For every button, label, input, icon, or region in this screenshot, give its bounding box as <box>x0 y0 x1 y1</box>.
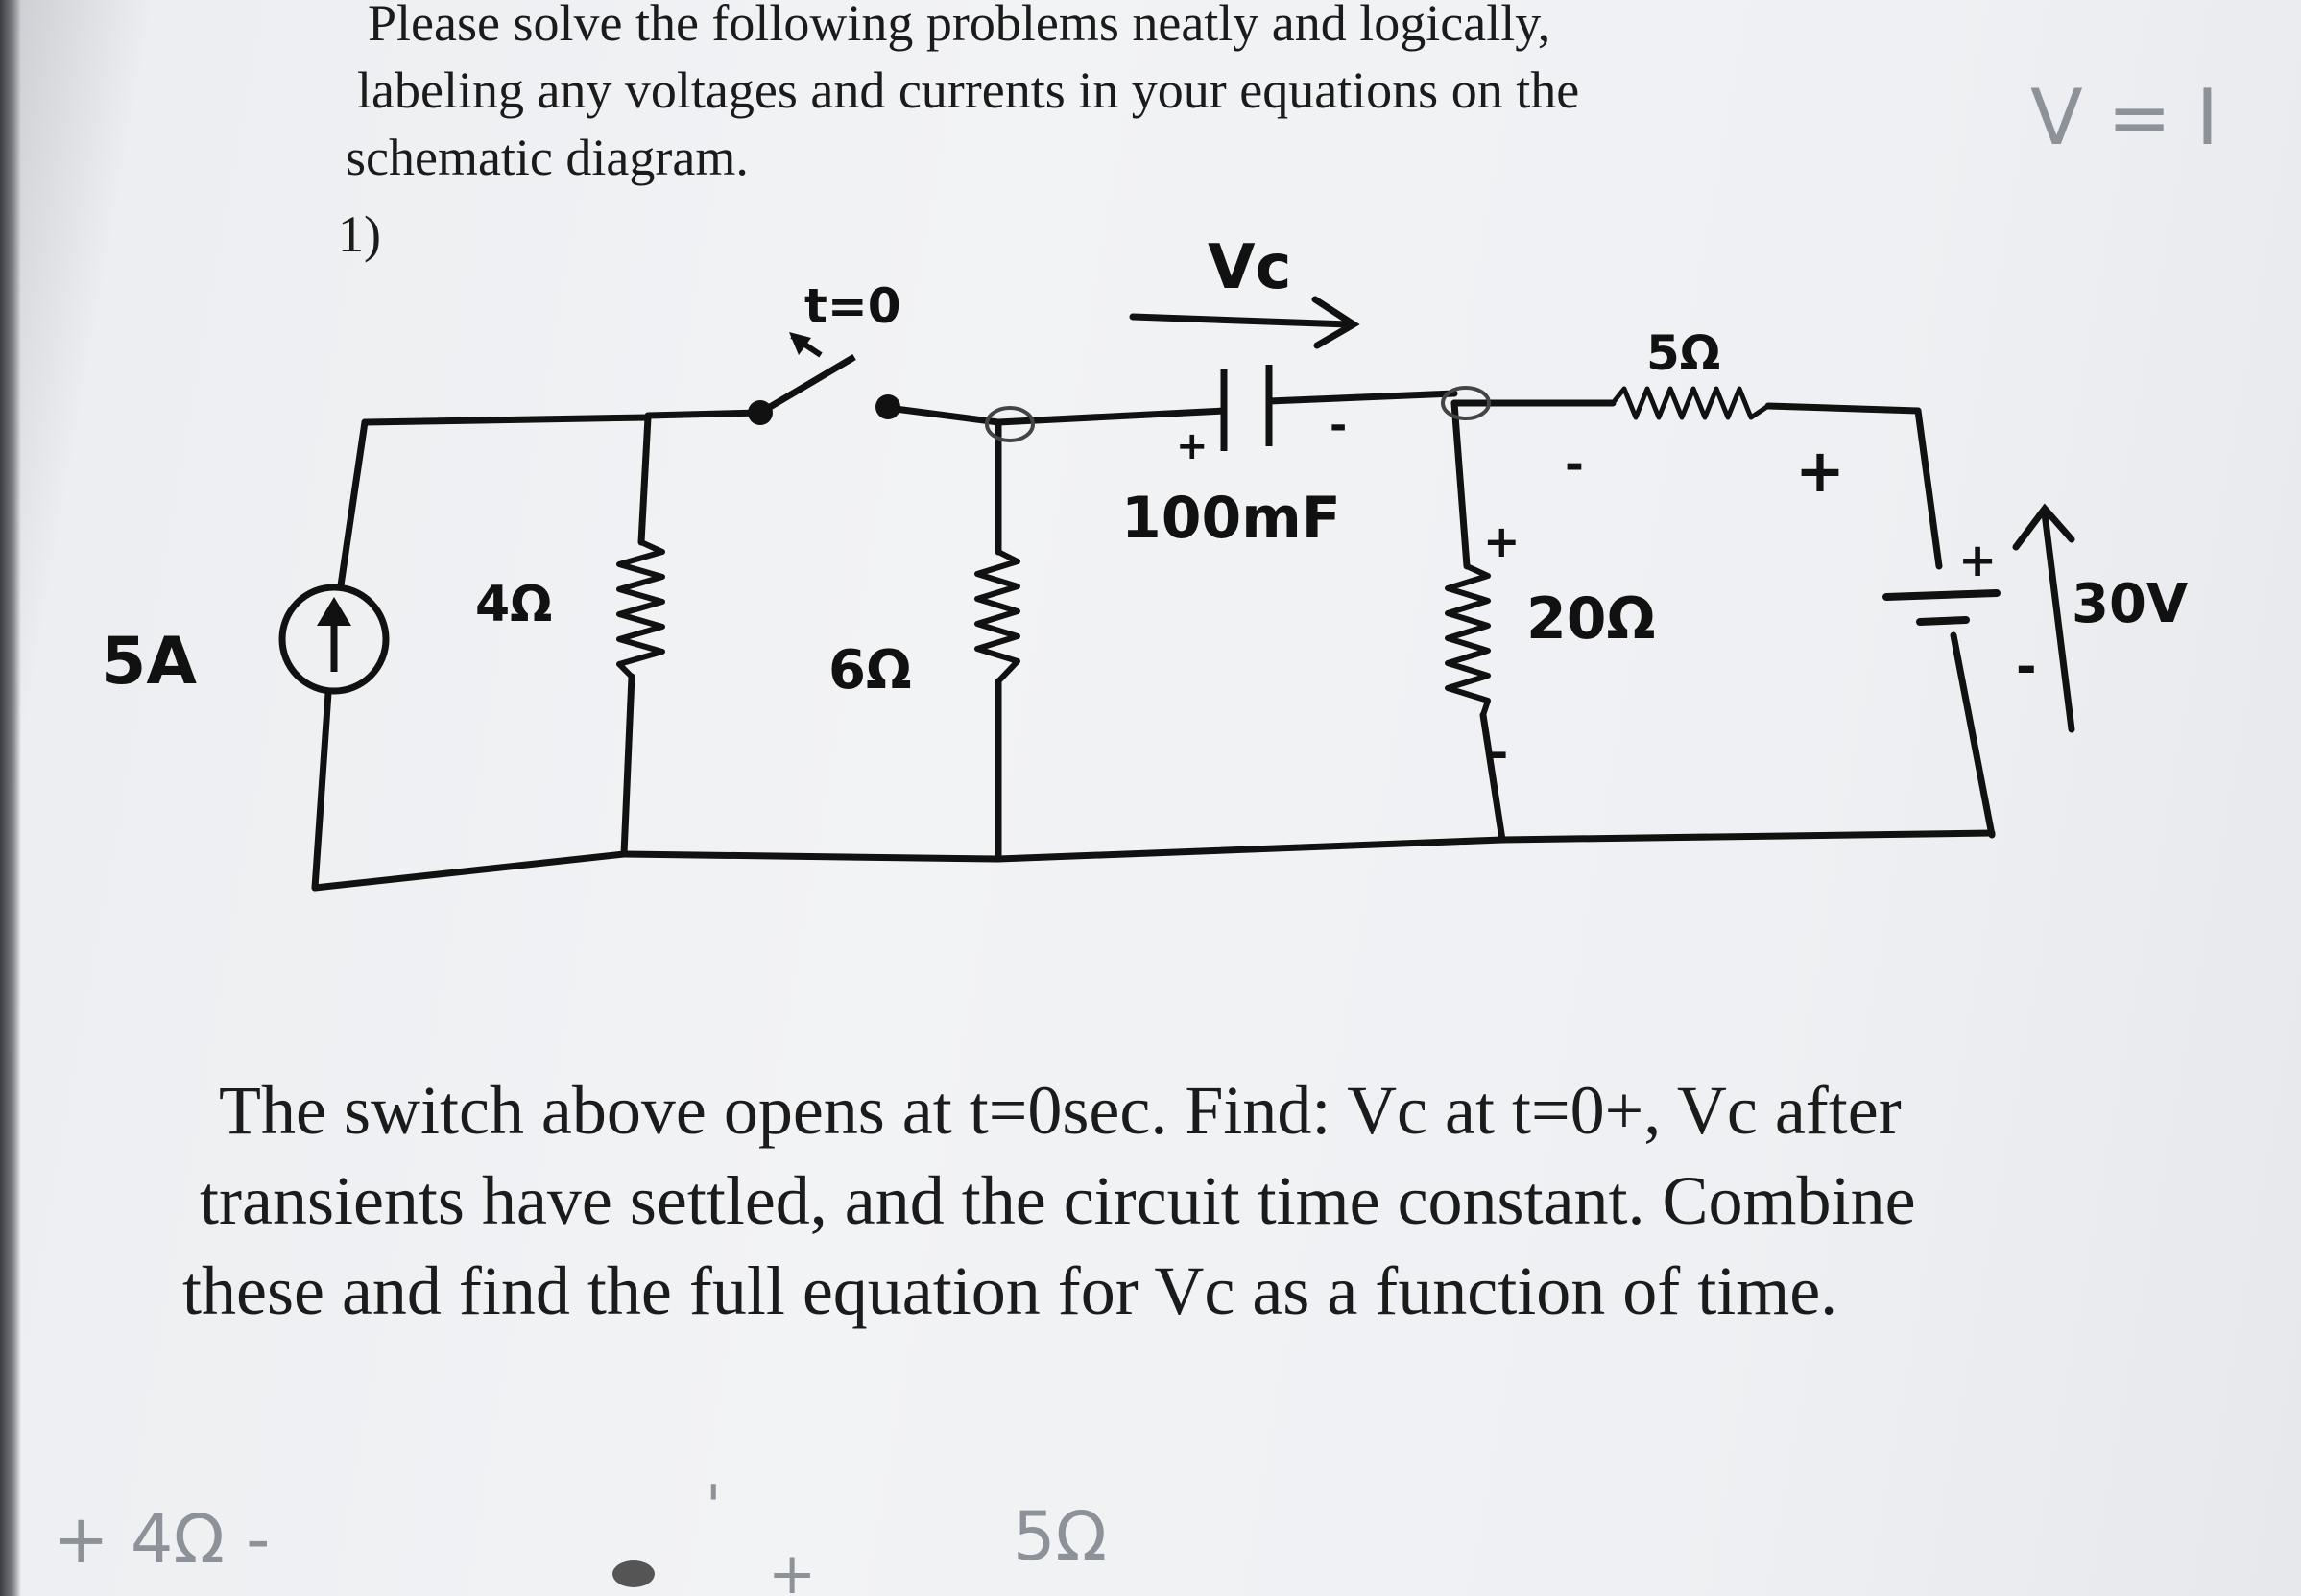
capacitor-value: 100mF <box>1121 485 1341 552</box>
node-marker-2 <box>1441 386 1491 420</box>
scribble-resistor-label: + 4Ω - <box>53 1500 270 1579</box>
resistor-r3-plus: + <box>1795 436 1845 506</box>
scribble-dot <box>612 1560 655 1587</box>
problem-number: 1) <box>338 205 381 263</box>
battery-plus: + <box>1958 534 1997 587</box>
node-marker <box>985 406 1035 442</box>
resistor-r3-minus: - <box>1565 438 1584 491</box>
resistor-r4-plus: + <box>1483 515 1521 567</box>
resistor-r4 <box>1445 563 1491 716</box>
resistor-r2 <box>974 549 1020 684</box>
capacitor-plus: + <box>1176 424 1209 468</box>
capacitor-icon <box>1220 365 1273 451</box>
resistor-r1 <box>616 539 665 679</box>
problem-line-1: The switch above opens at t=0sec. Find: … <box>219 1072 1902 1149</box>
margin-note: V = I <box>2030 73 2218 162</box>
vc-arrow <box>1129 296 1360 349</box>
scribble-plus: + <box>768 1540 816 1596</box>
scribble-tick: ' <box>706 1473 722 1540</box>
resistor-r3 <box>1611 386 1770 420</box>
battery-minus: - <box>2016 638 2037 696</box>
instruction-line-3: schematic diagram. <box>346 129 749 186</box>
switch-icon <box>748 332 900 425</box>
scribble-resistor-label-2: 5Ω <box>1013 1497 1107 1576</box>
resistor-r4-label: 20Ω <box>1526 585 1656 653</box>
resistor-r1-label: 4Ω <box>475 576 552 633</box>
resistor-r3-label: 5Ω <box>1646 325 1720 381</box>
current-source-label: 5A <box>101 624 197 700</box>
resistor-r4-minus: - <box>1490 727 1508 778</box>
instruction-line-2: labeling any voltages and currents in yo… <box>357 61 1580 119</box>
circuit-wires <box>311 390 1996 892</box>
battery-icon <box>1882 589 2001 626</box>
switch-label: t=0 <box>804 278 901 334</box>
vc-label: Vc <box>1208 232 1291 303</box>
desk-edge <box>0 0 21 1596</box>
resistor-r2-label: 6Ω <box>828 639 912 702</box>
problem-line-3: these and find the full equation for Vc … <box>182 1252 1838 1329</box>
instruction-line-1: Please solve the following problems neat… <box>368 0 1551 52</box>
current-source <box>278 584 390 695</box>
problem-line-2: transients have settled, and the circuit… <box>200 1162 1916 1239</box>
battery-value: 30V <box>2072 573 2189 635</box>
battery-voltage-arrow <box>2012 503 2075 733</box>
capacitor-minus: - <box>1330 401 1347 450</box>
